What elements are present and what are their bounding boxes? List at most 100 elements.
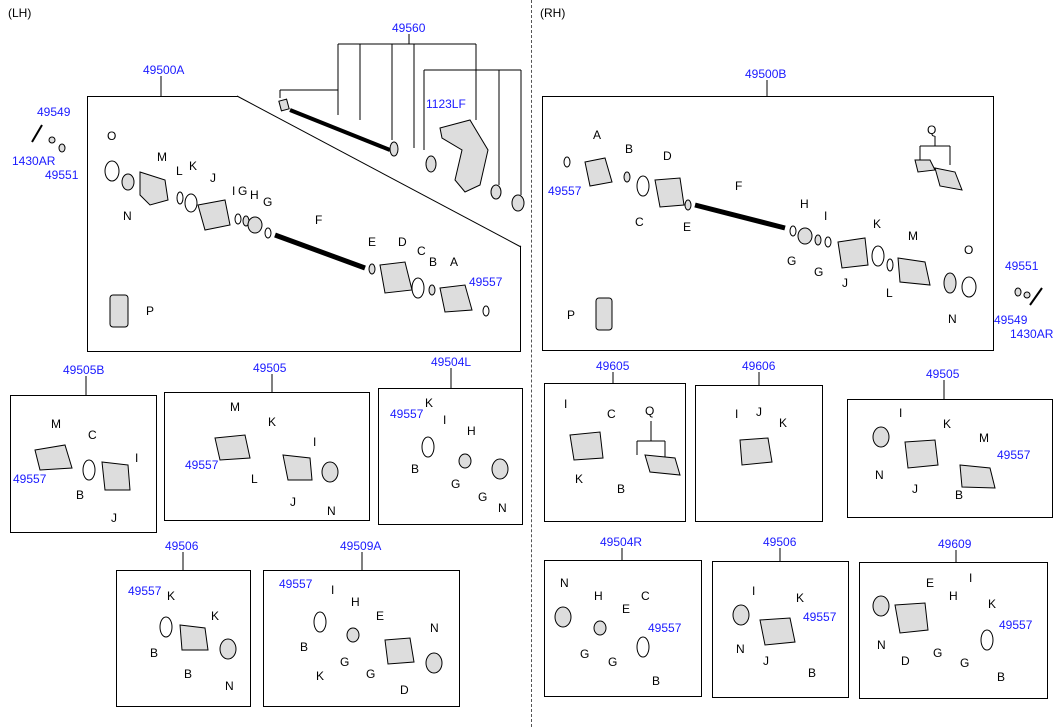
code-49557: 49557	[997, 448, 1031, 462]
callout-G: G	[608, 655, 618, 669]
code-49557: 49557	[390, 407, 424, 421]
boot-icon	[759, 617, 796, 646]
circlip-icon	[264, 227, 272, 239]
code-49605: 49605	[596, 359, 630, 373]
callout-D: D	[400, 683, 409, 697]
ring-o-icon	[961, 276, 977, 298]
callout-I: I	[313, 435, 317, 449]
code-49505B: 49505B	[63, 363, 105, 377]
callout-O: O	[964, 243, 974, 257]
grease-bottle-icon	[595, 297, 613, 331]
rh-side-label: (RH)	[540, 6, 566, 20]
callout-H: H	[949, 589, 958, 603]
callout-G: G	[814, 265, 824, 279]
callout-I: I	[443, 413, 447, 427]
callout-J: J	[111, 511, 117, 525]
code-49504L: 49504L	[431, 355, 472, 369]
callout-K: K	[943, 417, 952, 431]
boot-icon	[282, 454, 313, 481]
clamp-icon	[623, 171, 631, 183]
callout-K: K	[425, 396, 434, 410]
callout-L: L	[176, 164, 183, 178]
callout-K: K	[189, 159, 198, 173]
boot-icon	[569, 431, 604, 461]
callout-H: H	[467, 424, 476, 438]
inner-joint-icon	[584, 157, 613, 187]
washer-icon	[48, 136, 56, 144]
boot-band-icon	[871, 245, 885, 267]
spider-icon	[797, 227, 813, 245]
code-49557: 49557	[128, 584, 162, 598]
circlip-icon	[824, 236, 832, 248]
callout-H: H	[250, 188, 259, 202]
callout-G: G	[787, 254, 797, 268]
spider-icon	[346, 627, 360, 643]
clamp-icon	[176, 191, 184, 205]
callout-J: J	[842, 276, 848, 290]
callout-M: M	[230, 400, 240, 414]
callout-G: G	[340, 655, 350, 669]
grease-bottle-icon	[109, 294, 129, 328]
callout-E: E	[368, 235, 377, 249]
ring-icon	[684, 199, 692, 211]
boot-icon	[654, 177, 685, 208]
callout-F: F	[315, 213, 323, 227]
code-49560: 49560	[392, 21, 426, 35]
bolt-icon	[31, 124, 43, 143]
code-49557: 49557	[803, 610, 837, 624]
callout-I: I	[969, 571, 973, 585]
abs-ring-icon	[491, 458, 509, 480]
code-49500A: 49500A	[143, 63, 185, 77]
callout-B: B	[617, 482, 626, 496]
code-49505-rh: 49505	[926, 367, 960, 381]
callout-J: J	[290, 495, 296, 509]
kit-box-49506-rh	[712, 561, 849, 698]
code-1430AR-rh: 1430AR	[1010, 327, 1054, 341]
callout-M: M	[51, 417, 61, 431]
joint-icon	[214, 434, 251, 461]
callout-K: K	[268, 415, 277, 429]
boot-band-icon	[159, 616, 173, 638]
callout-G: G	[478, 490, 488, 504]
spider-icon	[593, 620, 607, 636]
code-49557: 49557	[279, 577, 313, 591]
abs-ring-icon	[872, 595, 890, 617]
abs-ring-icon	[943, 272, 957, 294]
shaft-icon	[274, 232, 366, 271]
callout-K: K	[316, 669, 325, 683]
callout-B: B	[997, 670, 1006, 684]
circlip-icon	[789, 225, 797, 237]
kit-box-49504R	[544, 560, 702, 697]
callout-G: G	[933, 646, 943, 660]
callout-H: H	[800, 197, 809, 211]
abs-ring-icon	[219, 638, 237, 660]
callout-K: K	[796, 591, 805, 605]
abs-ring-icon	[554, 606, 572, 628]
callout-N: N	[123, 209, 132, 223]
callout-G: G	[580, 647, 590, 661]
callout-Q: Q	[927, 123, 937, 137]
callout-K: K	[779, 416, 788, 430]
callout-P: P	[567, 308, 576, 322]
boot-icon	[179, 624, 209, 651]
clamp-icon	[428, 284, 436, 296]
abs-ring-icon	[425, 652, 443, 674]
boot-icon	[384, 637, 415, 665]
boot-icon	[837, 237, 869, 269]
callout-J: J	[912, 482, 918, 496]
outer-joint-icon	[139, 171, 169, 206]
kit-box-49606	[695, 385, 823, 522]
callout-E: E	[683, 220, 692, 234]
ring-o-icon	[104, 160, 120, 182]
callout-N: N	[875, 468, 884, 482]
code-49557: 49557	[13, 472, 47, 486]
callout-I: I	[824, 209, 828, 223]
callout-N: N	[948, 312, 957, 326]
abs-ring-icon	[732, 604, 750, 626]
clamp-icon	[886, 258, 894, 272]
code-49606: 49606	[742, 359, 776, 373]
lh-side-label: (LH)	[8, 6, 32, 20]
bolt-icon	[1029, 287, 1043, 306]
callout-K: K	[873, 217, 882, 231]
